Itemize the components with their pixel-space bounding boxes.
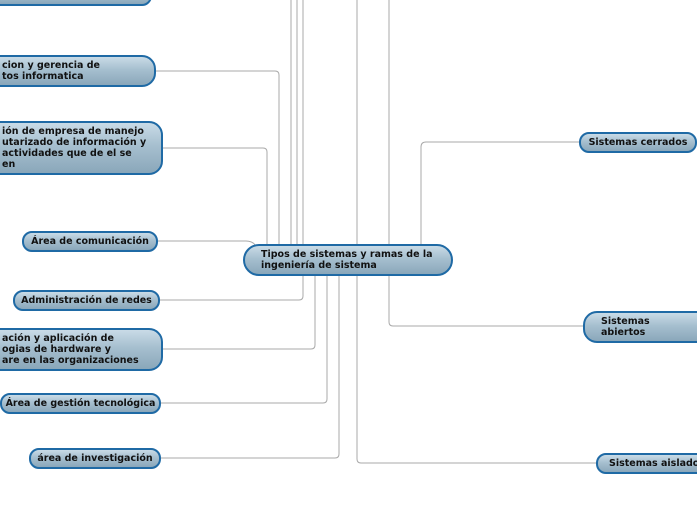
- topic-node-sistemas-aislados-label: Sistemas aislados: [609, 458, 697, 469]
- connector-cerrados: [420, 141, 582, 246]
- topic-node-sistemas-abiertos[interactable]: Sistemas abiertos: [583, 311, 697, 343]
- central-topic-label: Tipos de sistemas y ramas de la ingenier…: [261, 249, 433, 271]
- topic-node-sistemas-aislados[interactable]: Sistemas aislados: [596, 453, 697, 474]
- connector-empresa: [162, 147, 268, 246]
- topic-node-gerencia-label: cion y gerencia de tos informatica: [2, 60, 100, 82]
- topic-node-redes-label: Administración de redes: [21, 295, 152, 306]
- connector-hardware: [162, 275, 316, 350]
- topic-node-gerencia[interactable]: cion y gerencia de tos informatica: [0, 55, 156, 87]
- topic-node-investigacion-label: área de investigación: [37, 453, 153, 464]
- central-topic-node[interactable]: Tipos de sistemas y ramas de la ingenier…: [243, 244, 453, 276]
- connector-gerencia: [156, 70, 280, 246]
- topic-node-redes[interactable]: Administración de redes: [13, 290, 160, 311]
- topic-node-empresa[interactable]: ión de empresa de manejo utarizado de in…: [0, 121, 163, 175]
- topic-node-investigacion[interactable]: área de investigación: [29, 448, 161, 469]
- topic-node-sistemas-cerrados[interactable]: Sistemas cerrados: [579, 132, 697, 153]
- topic-node-empresa-label: ión de empresa de manejo utarizado de in…: [2, 126, 147, 170]
- connector-comunicacion: [157, 240, 258, 249]
- topic-node-hardware[interactable]: ación y aplicación de ogias de hardware …: [0, 328, 163, 371]
- connector-abiertos: [388, 275, 585, 327]
- topic-node-hardware-label: ación y aplicación de ogias de hardware …: [2, 333, 139, 366]
- connector-gestion: [160, 275, 328, 404]
- connector-investigacion: [160, 275, 340, 459]
- topic-node-sistemas-cerrados-label: Sistemas cerrados: [588, 137, 688, 148]
- topic-node-top-cut[interactable]: [0, 0, 152, 6]
- connector-aislados: [356, 275, 598, 464]
- connector-redes: [160, 275, 304, 301]
- topic-node-gestion[interactable]: Área de gestión tecnológica: [0, 393, 161, 414]
- topic-node-gestion-label: Área de gestión tecnológica: [5, 398, 156, 409]
- topic-node-sistemas-abiertos-label: Sistemas abiertos: [601, 316, 650, 338]
- topic-node-comunicacion[interactable]: Área de comunicación: [22, 231, 158, 252]
- topic-node-comunicacion-label: Área de comunicación: [31, 236, 149, 247]
